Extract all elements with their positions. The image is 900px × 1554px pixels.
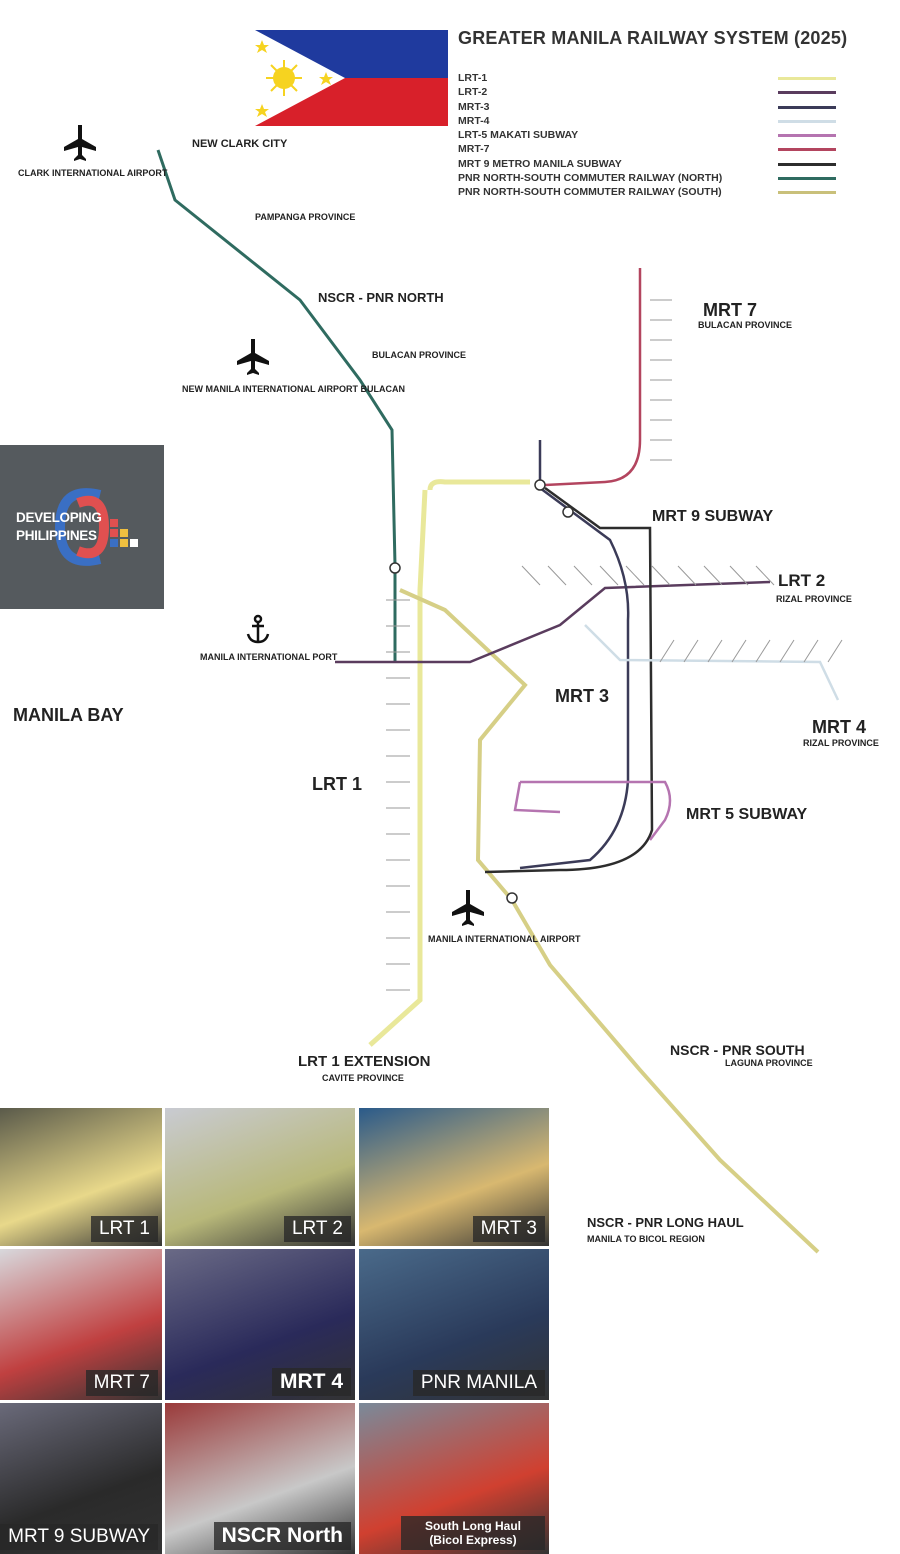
label-lrt1-ext: LRT 1 EXTENSION xyxy=(298,1053,431,1070)
train-photo: MRT 3 xyxy=(359,1108,549,1246)
legend-item: MRT-7 xyxy=(458,143,858,157)
developing-philippines-logo: DEVELOPING PHILIPPINES xyxy=(0,445,164,609)
legend-item: PNR NORTH-SOUTH COMMUTER RAILWAY (SOUTH) xyxy=(458,186,858,200)
lrt1-line xyxy=(368,479,530,1047)
legend-label: MRT-7 xyxy=(458,143,490,156)
legend-swatch xyxy=(778,177,836,181)
train-photo: LRT 1 xyxy=(0,1108,162,1246)
label-new-clark-city: NEW CLARK CITY xyxy=(192,138,288,150)
mrt5-line xyxy=(513,780,672,841)
label-mrt4: MRT 4 xyxy=(812,717,866,737)
legend-item: PNR NORTH-SOUTH COMMUTER RAILWAY (NORTH) xyxy=(458,172,858,186)
logo-line-2: PHILIPPINES xyxy=(16,528,97,543)
legend-label: LRT-1 xyxy=(458,72,488,84)
legend-swatch xyxy=(778,119,836,123)
label-lrt1: LRT 1 xyxy=(312,774,363,794)
label-new-manila-airport: NEW MANILA INTERNATIONAL AIRPORT BULACAN xyxy=(182,384,405,394)
label-mrt7-sub: BULACAN PROVINCE xyxy=(698,320,793,330)
label-mrt9: MRT 9 SUBWAY xyxy=(652,508,774,525)
label-manila-bay: MANILA BAY xyxy=(13,705,124,725)
label-mrt5: MRT 5 SUBWAY xyxy=(686,806,808,823)
label-lrt1-ext-sub: CAVITE PROVINCE xyxy=(322,1073,404,1083)
legend-label: PNR NORTH-SOUTH COMMUTER RAILWAY (SOUTH) xyxy=(458,186,722,199)
legend-swatch xyxy=(778,148,836,152)
legend-item: LRT-1 xyxy=(458,72,858,86)
legend-label: LRT-5 MAKATI SUBWAY xyxy=(458,129,579,142)
train-photo-label: PNR MANILA xyxy=(412,1370,545,1396)
legend-label: PNR NORTH-SOUTH COMMUTER RAILWAY (NORTH) xyxy=(458,172,723,185)
label-nscr-south: NSCR - PNR SOUTH xyxy=(670,1042,805,1058)
legend-item: MRT-3 xyxy=(458,101,858,115)
airplane-icon xyxy=(452,890,484,926)
mrt7-line xyxy=(544,268,642,487)
label-mrt7: MRT 7 xyxy=(703,300,757,320)
legend-swatch xyxy=(778,134,836,138)
train-photo-label: NSCR North xyxy=(213,1522,351,1550)
philippine-flag xyxy=(255,30,448,126)
legend-swatch xyxy=(778,91,836,95)
legend-label: MRT 9 METRO MANILA SUBWAY xyxy=(458,157,622,170)
legend-label: MRT-3 xyxy=(458,100,490,113)
legend-item: MRT 9 METRO MANILA SUBWAY xyxy=(458,158,858,172)
label-mrt3: MRT 3 xyxy=(555,686,609,706)
train-photo-label: South Long Haul (Bicol Express) xyxy=(401,1516,545,1550)
train-photo: LRT 2 xyxy=(165,1108,355,1246)
label-manila-airport: MANILA INTERNATIONAL AIRPORT xyxy=(428,934,581,944)
legend-item: LRT-5 MAKATI SUBWAY xyxy=(458,129,858,143)
train-photo-label: MRT 9 SUBWAY xyxy=(0,1524,158,1550)
anchor-icon xyxy=(246,614,270,644)
legend-swatch xyxy=(778,105,836,109)
train-photo: MRT 7 xyxy=(0,1249,162,1400)
airplane-icon xyxy=(237,339,269,375)
label-pampanga: PAMPANGA PROVINCE xyxy=(255,212,356,222)
legend-swatch xyxy=(778,162,836,166)
label-lrt2-sub: RIZAL PROVINCE xyxy=(776,594,852,604)
train-photo-label: LRT 1 xyxy=(90,1216,158,1242)
train-photo-label: LRT 2 xyxy=(283,1216,351,1242)
train-photo: NSCR North xyxy=(165,1403,355,1554)
train-photo-label: MRT 3 xyxy=(472,1216,545,1242)
legend-label: LRT-2 xyxy=(458,86,488,99)
legend-label: MRT-4 xyxy=(458,114,490,127)
train-photo: MRT 4 xyxy=(165,1249,355,1400)
train-photo: PNR MANILA xyxy=(359,1249,549,1400)
label-lrt2: LRT 2 xyxy=(778,571,826,590)
label-long-haul: NSCR - PNR LONG HAUL xyxy=(587,1215,744,1230)
lrt2-line xyxy=(335,580,771,664)
mrt3-line xyxy=(519,440,630,870)
legend-item: LRT-2 xyxy=(458,86,858,100)
train-photo: South Long Haul (Bicol Express) xyxy=(359,1403,549,1554)
label-clark-airport: CLARK INTERNATIONAL AIRPORT xyxy=(18,168,168,178)
legend-swatch xyxy=(778,191,836,195)
legend-item: MRT-4 xyxy=(458,115,858,129)
logo-line-1: DEVELOPING xyxy=(16,510,102,525)
legend-swatch xyxy=(778,77,836,80)
label-nscr-south-sub: LAGUNA PROVINCE xyxy=(725,1058,813,1068)
nscr-south-line xyxy=(399,588,820,1254)
map-title: GREATER MANILA RAILWAY SYSTEM (2025) xyxy=(458,28,848,48)
label-long-haul-sub: MANILA TO BICOL REGION xyxy=(587,1234,705,1244)
label-nscr-north: NSCR - PNR NORTH xyxy=(318,290,444,305)
train-photo: MRT 9 SUBWAY xyxy=(0,1403,162,1554)
label-manila-port: MANILA INTERNATIONAL PORT xyxy=(200,652,338,662)
train-photo-label: MRT 4 xyxy=(272,1368,351,1396)
airplane-icon xyxy=(64,125,96,161)
mrt9-line xyxy=(484,486,654,874)
nscr-north-line xyxy=(156,149,397,662)
label-mrt4-sub: RIZAL PROVINCE xyxy=(803,738,879,748)
mrt4-line xyxy=(584,624,840,701)
train-photo-label: MRT 7 xyxy=(85,1370,158,1396)
label-bulacan: BULACAN PROVINCE xyxy=(372,350,467,360)
